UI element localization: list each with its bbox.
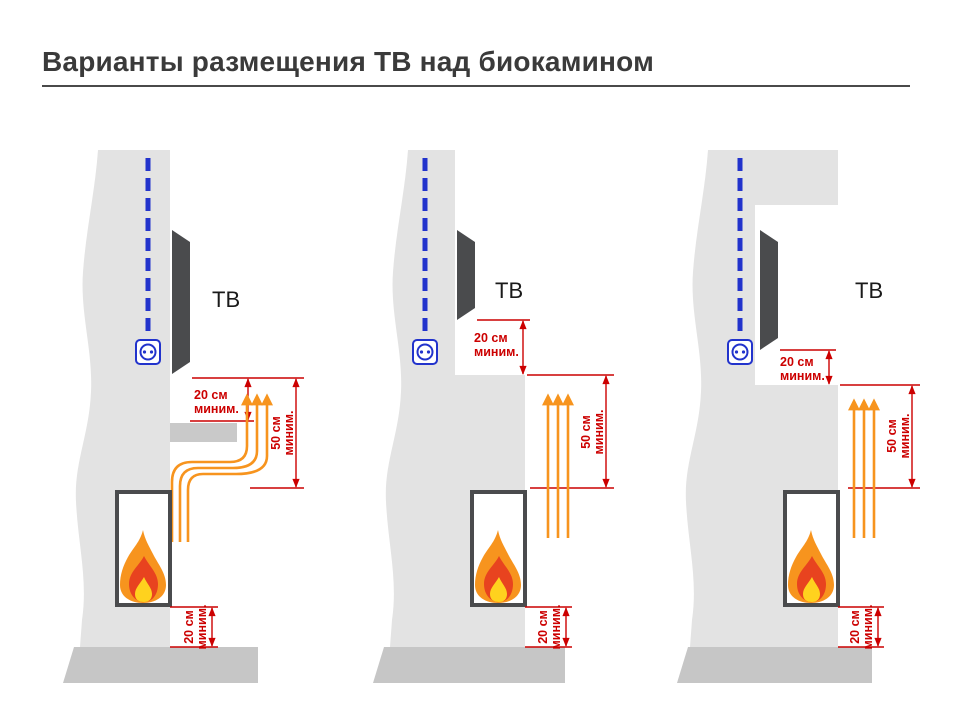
dim-value-label: 20 см bbox=[780, 355, 814, 369]
protection-shelf bbox=[170, 423, 237, 442]
dimension-50cm-side: 50 см миним. bbox=[250, 378, 304, 489]
dim-min-label: миним. bbox=[474, 345, 519, 359]
dim-value-label: 20 см bbox=[848, 610, 862, 644]
fireplace bbox=[470, 490, 527, 607]
dimension-20cm-fireplace-to-floor: 20 см миним. bbox=[170, 605, 218, 650]
page-title: Варианты размещения ТВ над биокамином bbox=[42, 46, 654, 77]
variant-3-diagram: ТВ 20 см миним. 50 см миним. 20 см миним… bbox=[677, 150, 920, 683]
dim-min-label: миним. bbox=[194, 402, 239, 416]
dim-value-label: 20 см bbox=[182, 610, 196, 644]
heat-arrow bbox=[170, 393, 253, 542]
dimension-50cm-side: 50 см миним. bbox=[840, 384, 920, 489]
dim-min-label: миним. bbox=[195, 605, 209, 650]
heat-flow-arrows bbox=[848, 398, 880, 538]
fireplace bbox=[783, 490, 840, 607]
heat-arrow bbox=[186, 393, 273, 542]
dimension-20cm-fireplace-to-floor: 20 см миним. bbox=[838, 605, 884, 650]
power-socket-icon bbox=[727, 339, 753, 365]
dim-min-label: миним. bbox=[592, 410, 606, 455]
tv-panel bbox=[457, 230, 475, 320]
dim-value-label: 20 см bbox=[194, 388, 228, 402]
dim-value-label: 50 см bbox=[579, 415, 593, 449]
heat-flow-arrows bbox=[170, 393, 273, 542]
tv-panel bbox=[172, 230, 190, 374]
dimension-50cm-side: 50 см миним. bbox=[527, 374, 614, 489]
power-socket-icon bbox=[135, 339, 161, 365]
dimension-20cm-tv-to-step: 20 см миним. bbox=[474, 319, 530, 375]
dimension-20cm-tv-to-niche-bottom: 20 см миним. bbox=[780, 349, 836, 385]
variant-1-diagram: ТВ 20 см миним. 50 см миним. 20 см миним… bbox=[63, 150, 304, 683]
dimension-20cm-fireplace-to-floor: 20 см миним. bbox=[525, 605, 572, 650]
tv-label: ТВ bbox=[212, 287, 240, 312]
dim-min-label: миним. bbox=[898, 414, 912, 459]
title-underline bbox=[42, 85, 910, 87]
dim-value-label: 50 см bbox=[885, 419, 899, 453]
dim-value-label: 20 см bbox=[536, 610, 550, 644]
tv-panel bbox=[760, 230, 778, 350]
dim-min-label: миним. bbox=[861, 605, 875, 650]
dimension-20cm-tv-to-shelf: 20 см миним. bbox=[190, 377, 304, 422]
dim-min-label: миним. bbox=[780, 369, 825, 383]
fireplace bbox=[115, 490, 172, 607]
floor-slab bbox=[63, 647, 258, 683]
tv-label: ТВ bbox=[495, 278, 523, 303]
tv-label: ТВ bbox=[855, 278, 883, 303]
floor-slab bbox=[373, 647, 565, 683]
floor-slab bbox=[677, 647, 872, 683]
variant-2-diagram: ТВ 20 см миним. 50 см миним. 20 см миним… bbox=[373, 150, 614, 683]
dim-min-label: миним. bbox=[282, 411, 296, 456]
dim-min-label: миним. bbox=[549, 605, 563, 650]
heat-arrow bbox=[178, 393, 263, 542]
dim-value-label: 20 см bbox=[474, 331, 508, 345]
heat-flow-arrows bbox=[542, 393, 574, 538]
dim-value-label: 50 см bbox=[269, 416, 283, 450]
power-socket-icon bbox=[412, 339, 438, 365]
